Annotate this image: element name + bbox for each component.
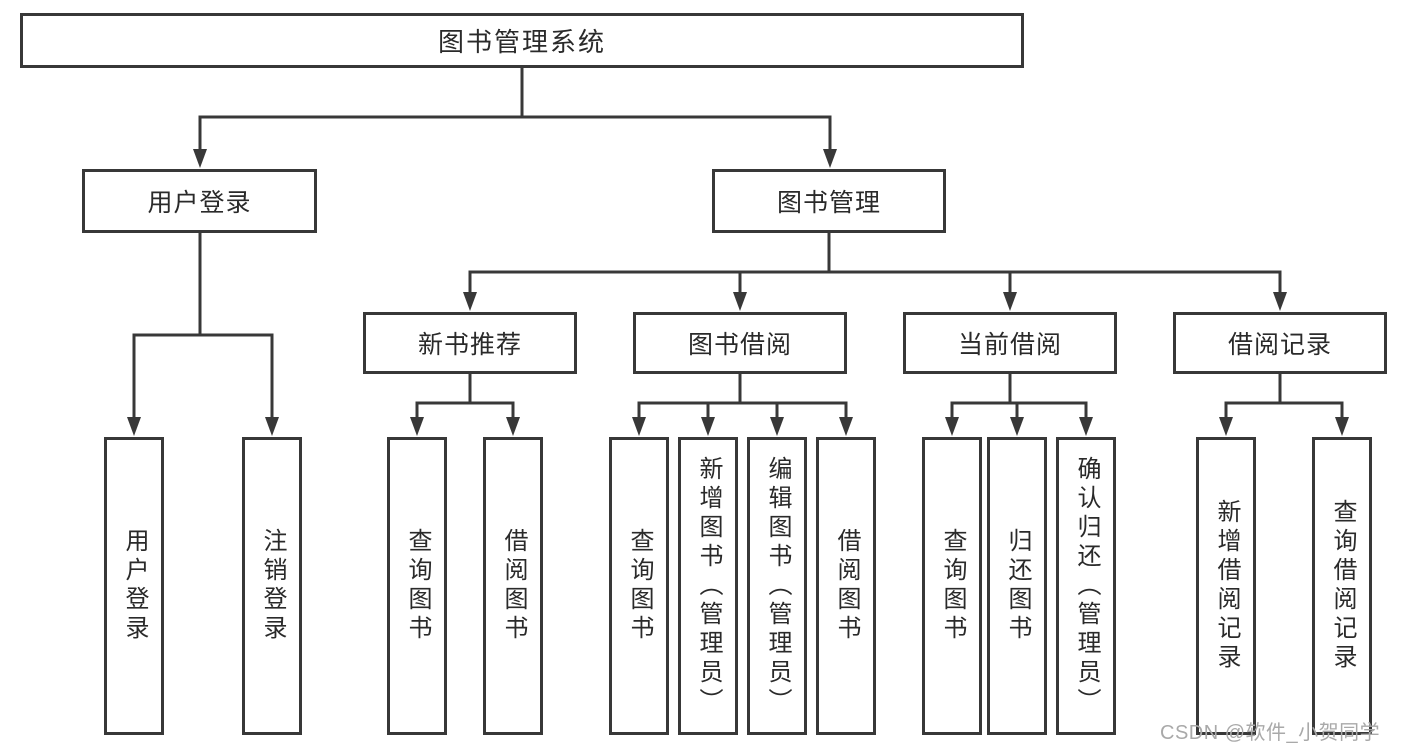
- node-leaf-return-books-label: 归还图书: [1004, 528, 1031, 644]
- node-user-login-label: 用户登录: [147, 189, 252, 217]
- node-book-borrow: 图书借阅: [633, 312, 847, 374]
- node-leaf-query-borrow-record-label: 查询借阅记录: [1329, 499, 1356, 673]
- node-leaf-user-login: 用户登录: [104, 437, 164, 735]
- node-leaf-query-books-borrow-label: 查询图书: [626, 528, 653, 644]
- node-leaf-add-borrow-record-label: 新增借阅记录: [1213, 499, 1240, 673]
- node-leaf-add-borrow-record: 新增借阅记录: [1196, 437, 1256, 735]
- node-new-book-recommend: 新书推荐: [363, 312, 577, 374]
- node-leaf-confirm-return-admin: 确认归还（管理员）: [1056, 437, 1116, 735]
- node-user-login: 用户登录: [82, 169, 317, 233]
- node-leaf-confirm-return-admin-label: 确认归还（管理员）: [1073, 455, 1100, 717]
- node-leaf-query-books-borrow: 查询图书: [609, 437, 669, 735]
- node-leaf-query-borrow-record: 查询借阅记录: [1312, 437, 1372, 735]
- node-borrow-records-label: 借阅记录: [1227, 331, 1332, 359]
- node-leaf-return-books: 归还图书: [987, 437, 1047, 735]
- node-leaf-query-books-recommend: 查询图书: [387, 437, 447, 735]
- node-book-management-label: 图书管理: [776, 189, 881, 217]
- node-root: 图书管理系统: [20, 13, 1024, 68]
- node-book-management: 图书管理: [712, 169, 946, 233]
- node-leaf-logout: 注销登录: [242, 437, 302, 735]
- node-leaf-borrow-books-label: 借阅图书: [833, 528, 860, 644]
- node-leaf-borrow-books: 借阅图书: [816, 437, 876, 735]
- node-leaf-borrow-books-recommend-label: 借阅图书: [500, 528, 527, 644]
- node-leaf-user-login-label: 用户登录: [121, 528, 148, 644]
- node-new-book-recommend-label: 新书推荐: [417, 331, 522, 359]
- node-current-borrow-label: 当前借阅: [957, 331, 1062, 359]
- node-root-label: 图书管理系统: [437, 27, 606, 57]
- node-leaf-query-books-current-label: 查询图书: [939, 528, 966, 644]
- node-leaf-edit-books-admin: 编辑图书（管理员）: [747, 437, 807, 735]
- csdn-watermark: CSDN @软件_小贺同学: [1160, 722, 1381, 744]
- node-leaf-query-books-current: 查询图书: [922, 437, 982, 735]
- node-leaf-borrow-books-recommend: 借阅图书: [483, 437, 543, 735]
- node-leaf-add-books-admin-label: 新增图书（管理员）: [695, 455, 722, 717]
- node-leaf-logout-label: 注销登录: [259, 528, 286, 644]
- node-leaf-add-books-admin: 新增图书（管理员）: [678, 437, 738, 735]
- node-leaf-edit-books-admin-label: 编辑图书（管理员）: [764, 455, 791, 717]
- node-book-borrow-label: 图书借阅: [687, 331, 792, 359]
- node-leaf-query-books-recommend-label: 查询图书: [404, 528, 431, 644]
- node-borrow-records: 借阅记录: [1173, 312, 1387, 374]
- node-current-borrow: 当前借阅: [903, 312, 1117, 374]
